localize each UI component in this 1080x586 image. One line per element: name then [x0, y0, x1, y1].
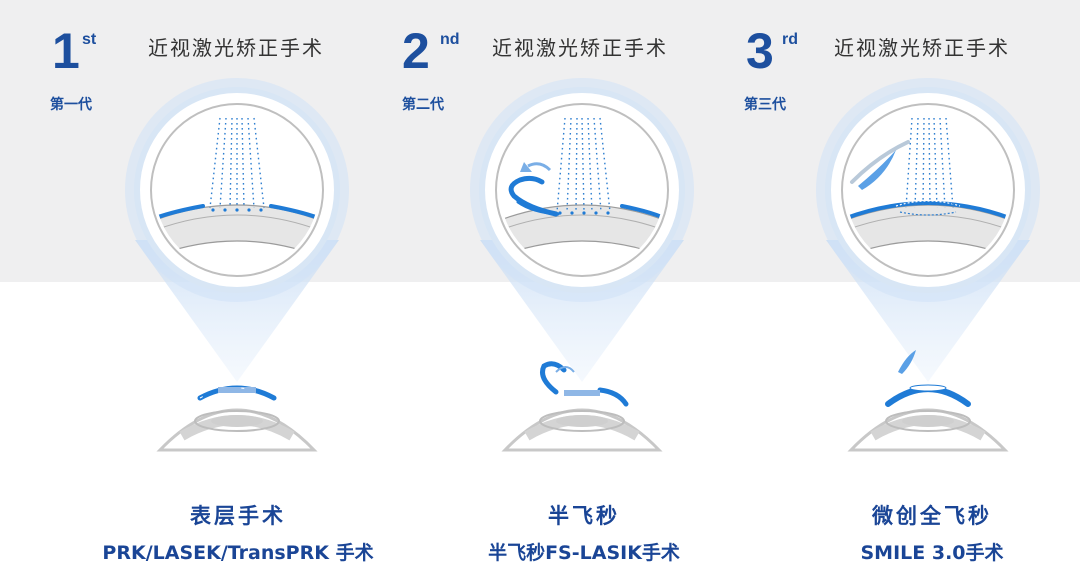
generation-number: 1 — [52, 23, 80, 79]
eye-icon — [501, 361, 663, 452]
generation-suffix: st — [82, 31, 97, 48]
generation-suffix: rd — [782, 31, 798, 48]
magnifier-lens — [841, 103, 1015, 277]
procedure-title: 半飞秒 — [548, 504, 620, 528]
magnifier-lens — [150, 103, 324, 277]
generation-number: 3 — [746, 23, 774, 79]
generation-suffix: nd — [440, 31, 460, 48]
eye-icon — [847, 350, 1009, 452]
generation-label: 第二代 — [402, 97, 444, 113]
surface-ablation-icon — [125, 78, 349, 452]
panel-first-generation: 1 st 近视激光矫正手术 第一代 表层手术 PRK/LASEK/TransPR… — [0, 0, 374, 586]
magnifier-lens — [495, 103, 669, 277]
flap-lasik-icon — [470, 78, 694, 452]
procedure-caption: 近视激光矫正手术 — [148, 36, 324, 60]
eye-icon — [156, 385, 318, 452]
panel-second-generation: 2 nd 近视激光矫正手术 第二代 半飞秒 半飞秒FS-LASIK手术 — [360, 0, 720, 586]
generation-label: 第三代 — [744, 97, 786, 113]
panel-third-generation: 3 rd 近视激光矫正手术 第三代 微创全飞秒 SMILE 3.0手术 — [720, 0, 1080, 586]
procedure-caption: 近视激光矫正手术 — [492, 36, 668, 60]
procedure-subtitle: 半飞秒FS-LASIK手术 — [488, 542, 680, 564]
procedure-caption: 近视激光矫正手术 — [834, 36, 1010, 60]
procedure-subtitle: SMILE 3.0手术 — [860, 542, 1004, 564]
generation-number: 2 — [402, 23, 430, 79]
procedure-title: 表层手术 — [190, 504, 286, 528]
procedure-title: 微创全飞秒 — [872, 504, 992, 528]
generation-label: 第一代 — [50, 97, 92, 113]
smile-lenticule-icon — [816, 78, 1040, 452]
procedure-subtitle: PRK/LASEK/TransPRK 手术 — [102, 542, 374, 564]
